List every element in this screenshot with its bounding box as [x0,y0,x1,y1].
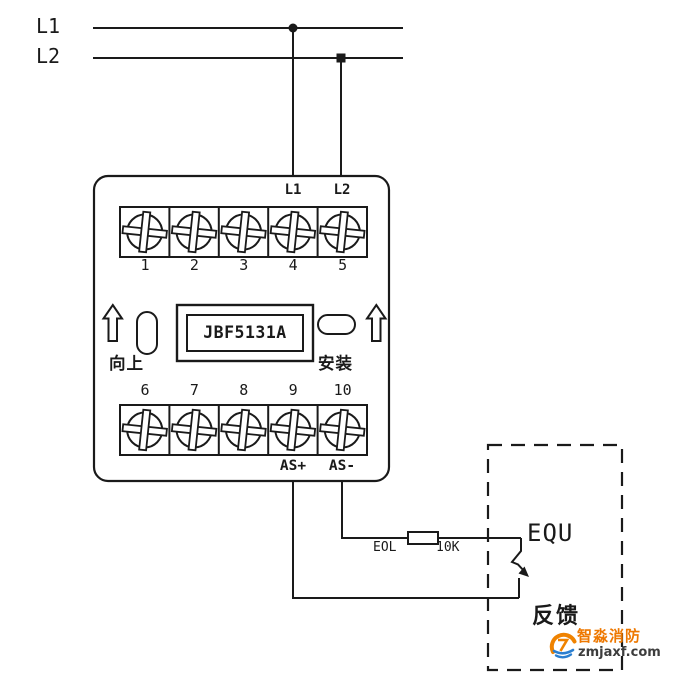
terminal-number-10: 10 [333,381,352,399]
feedback-label: 反馈 [532,604,581,629]
terminal-number-3: 3 [239,256,249,274]
terminal-number-5: 5 [338,256,348,274]
l2-bus-label: L2 [36,44,61,68]
as-plus-wire [292,481,519,599]
mounting-slot-right-icon [317,314,356,335]
as-minus-label: AS- [328,458,356,474]
as-minus-wire [341,481,521,539]
equipment-label: EQU [527,519,574,547]
terminal-l1-label: L1 [284,182,302,198]
top-terminal-strip [119,206,368,258]
equipment-dashed-box [486,443,624,672]
watermark-site: zmjaxf.com [578,645,661,660]
terminal-number-7: 7 [189,381,199,399]
orientation-label: 向上 [109,354,144,373]
l1-bus-label: L1 [36,14,61,38]
terminal-number-1: 1 [140,256,150,274]
terminal-number-2: 2 [189,256,199,274]
mounting-slot-left-icon [136,311,158,355]
as-plus-label: AS+ [279,458,307,474]
install-label: 安装 [318,354,353,373]
signal-arrow-icon [510,538,529,598]
terminal-number-8: 8 [239,381,249,399]
terminal-number-6: 6 [140,381,150,399]
watermark-logo-icon [549,632,577,659]
terminal-number-4: 4 [288,256,298,274]
terminal-number-9: 9 [288,381,298,399]
watermark-brand: 智淼消防 [577,627,642,645]
model-display-window [186,314,304,352]
eol-value: 10K [436,540,460,555]
eol-resistor [407,531,439,545]
model-display-frame [175,303,315,363]
bottom-terminal-strip [119,404,368,456]
module-model-text: JBF5131A [203,323,287,342]
eol-label: EOL [373,540,397,555]
terminal-l2-label: L2 [333,182,351,198]
